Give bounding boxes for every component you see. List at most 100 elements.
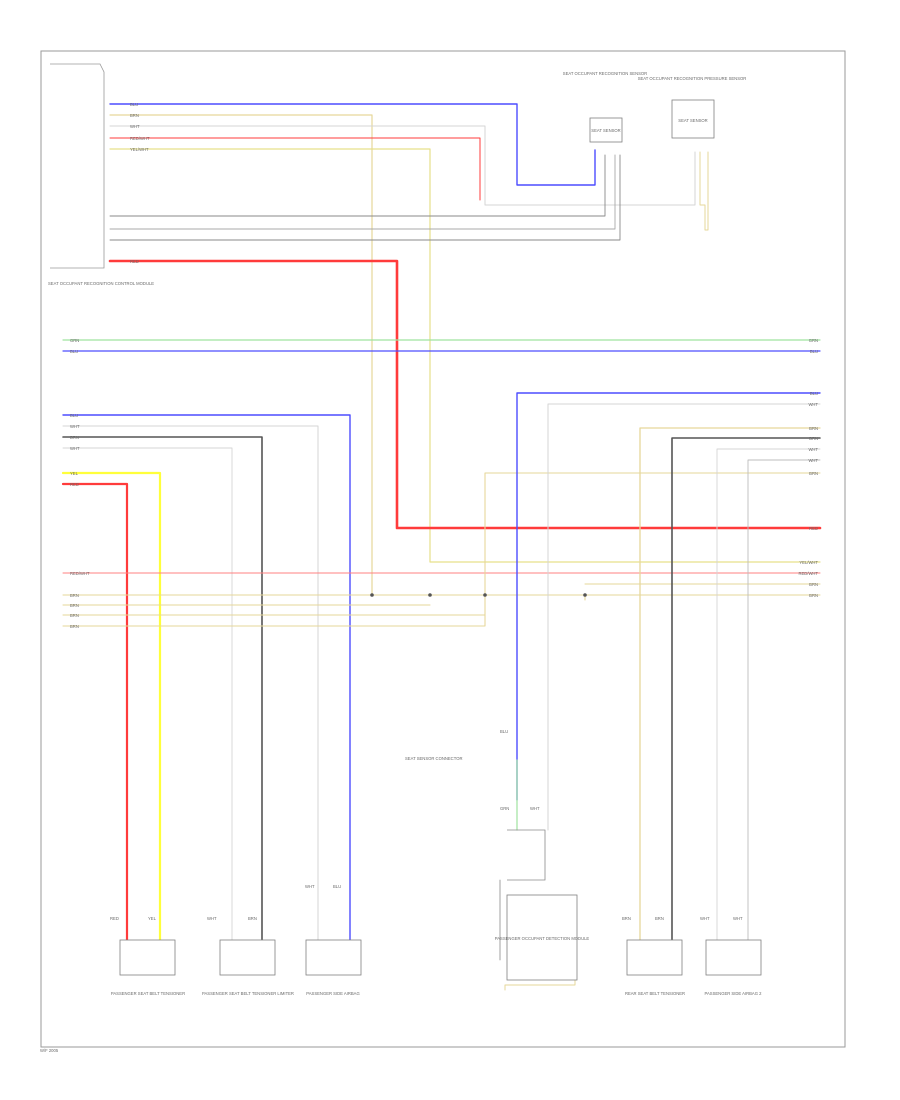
bottom-comp-3-label: PASSENGER SIDE AIRBAG <box>306 991 359 996</box>
bottom-comp-5-label: REAR SEAT BELT TENSIONER <box>625 991 685 996</box>
wire-dark-right <box>671 437 821 941</box>
wire-label: RED/WHT <box>70 571 90 576</box>
bottom-comp-6: PASSENGER SIDE AIRBAG 2 <box>705 939 763 996</box>
wire-label: BRN <box>809 426 818 431</box>
wire-label: BRN <box>70 435 79 440</box>
diagram-frame <box>40 50 846 1048</box>
wire-label: BRN <box>70 624 79 629</box>
wire-label: GRN <box>809 338 818 343</box>
wire-label: BLU <box>500 729 508 734</box>
wire-blue-right <box>516 392 821 801</box>
wire-gray-1 <box>109 154 606 217</box>
wire-tan-right-top <box>699 151 709 231</box>
top-sensor-2-box <box>671 99 715 139</box>
wire-label: BLU <box>130 102 138 107</box>
wire-label: RED <box>809 526 818 531</box>
bottom-comp-2-label: PASSENGER SEAT BELT TENSIONER LIMITER <box>202 991 294 996</box>
wire-gray-2 <box>109 154 616 230</box>
wire-label: RED <box>130 259 139 264</box>
top-sensor-1-box-label: SEAT SENSOR <box>591 128 620 133</box>
bottom-comp-2-box <box>219 939 276 976</box>
wire-tan-top <box>109 114 373 596</box>
wire-label: WHT <box>70 446 80 451</box>
wire-label: BRN <box>70 613 79 618</box>
wire-dark-left <box>62 436 263 941</box>
wire-tan-bus-4 <box>62 472 821 627</box>
wire-label: GRN <box>500 806 509 811</box>
wire-label: YEL/WHT <box>799 560 818 565</box>
footer-code: W/F 2005 <box>40 1048 59 1053</box>
wire-light-left <box>62 425 319 941</box>
wire-light-top <box>109 125 696 206</box>
wire-label: WHT <box>808 458 818 463</box>
splice-dot <box>483 593 487 597</box>
wire-gray-3 <box>109 154 621 241</box>
wire-yellow-left <box>61 471 162 942</box>
wire-label: RED <box>110 916 119 921</box>
wire-label: WHT <box>305 884 315 889</box>
wire-label: BRN <box>809 593 818 598</box>
wire-label: WHT <box>70 424 80 429</box>
green-connector-label: SEAT SENSOR CONNECTOR <box>405 756 462 761</box>
bottom-comp-6-box <box>705 939 762 976</box>
bottom-comp-2: PASSENGER SEAT BELT TENSIONER LIMITER <box>202 939 294 996</box>
wire-label: WHT <box>808 447 818 452</box>
bottom-comp-1-label: PASSENGER SEAT BELT TENSIONER <box>111 991 185 996</box>
wire-label: BLU <box>333 884 341 889</box>
wire-label: BRN <box>809 436 818 441</box>
top-sensor-2-box-label: SEAT SENSOR <box>678 118 707 123</box>
wire-red-top <box>109 137 481 201</box>
wire-label: BLU <box>810 349 818 354</box>
bottom-comp-5: REAR SEAT BELT TENSIONER <box>625 939 685 996</box>
wire-red-main <box>108 259 822 530</box>
wire-label: WHT <box>130 124 140 129</box>
wire-label: WHT <box>700 916 710 921</box>
wire-label: RED <box>70 482 79 487</box>
wire-light-left-2 <box>62 447 233 941</box>
wire-light-right <box>547 403 821 831</box>
control-module: SEAT OCCUPANT RECOGNITION CONTROL MODULE <box>48 63 154 286</box>
bottom-comp-1-box <box>119 939 176 976</box>
wire-light-right-2 <box>716 448 821 941</box>
wire-label: BRN <box>70 603 79 608</box>
occupant-module-box <box>506 894 578 981</box>
module-title: SEAT OCCUPANT RECOGNITION CONTROL MODULE <box>48 281 154 286</box>
wire-label: BRN <box>809 471 818 476</box>
wire-label: WHT <box>733 916 743 921</box>
wire-light-right-3 <box>747 459 821 941</box>
wire-label: BRN <box>809 582 818 587</box>
bottom-comp-5-box <box>626 939 683 976</box>
occupant-module-label: PASSENGER OCCUPANT DETECTION MODULE <box>495 936 590 941</box>
wire-label: WHT <box>808 402 818 407</box>
occupant-module: PASSENGER OCCUPANT DETECTION MODULE <box>495 829 590 981</box>
wire-tan-right-a <box>639 427 821 941</box>
wire-label: BRN <box>655 916 664 921</box>
bottom-comp-3-box <box>305 939 362 976</box>
wire-label: GRN <box>70 338 79 343</box>
top-sensor-1-box <box>589 117 623 143</box>
bottom-comp-6-label: PASSENGER SIDE AIRBAG 2 <box>705 991 763 996</box>
wire-red-left <box>61 482 129 942</box>
wire-label: BLU <box>70 413 78 418</box>
top-sensor-1: SEAT OCCUPANT RECOGNITION SENSOR SEAT SE… <box>563 71 647 143</box>
wire-blue-top <box>109 103 596 186</box>
splice-dot <box>370 593 374 597</box>
wire-yellow-top <box>109 148 821 563</box>
wire-label: BRN <box>70 593 79 598</box>
wire-label: BRN <box>622 916 631 921</box>
splice-dot <box>428 593 432 597</box>
top-sensor-2: SEAT OCCUPANT RECOGNITION PRESSURE SENSO… <box>638 76 747 139</box>
splice-dot <box>583 593 587 597</box>
bottom-comp-3: PASSENGER SIDE AIRBAG <box>305 939 362 996</box>
wire-label: YEL <box>70 471 79 476</box>
wire-blue-left <box>62 414 351 941</box>
wire-label: RED/WHT <box>798 571 818 576</box>
bottom-comp-1: PASSENGER SEAT BELT TENSIONER <box>111 939 185 996</box>
top-sensor-2-label: SEAT OCCUPANT RECOGNITION PRESSURE SENSO… <box>638 76 747 81</box>
wire-label: BRN <box>248 916 257 921</box>
top-sensor-1-label: SEAT OCCUPANT RECOGNITION SENSOR <box>563 71 647 76</box>
wire-label: BLU <box>810 391 818 396</box>
wire-label: YEL/WHT <box>130 147 149 152</box>
wire-label: WHT <box>207 916 217 921</box>
